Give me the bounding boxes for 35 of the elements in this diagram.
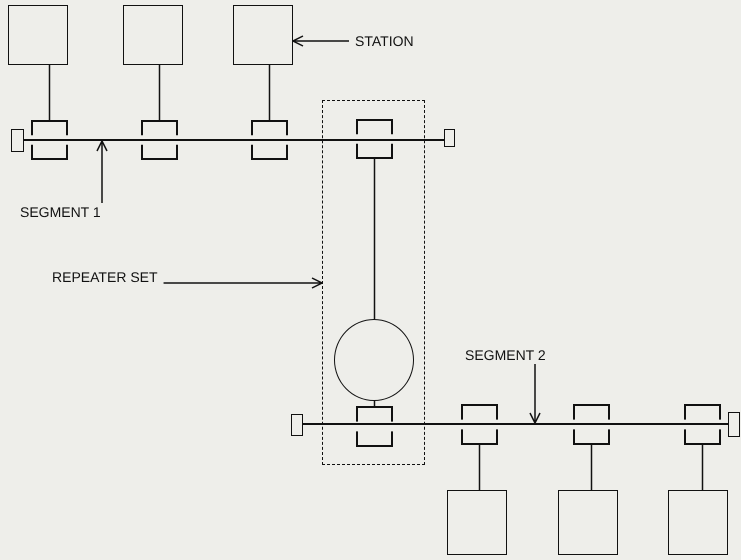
arrow <box>292 35 349 47</box>
repeater-circle <box>334 319 414 401</box>
station-box <box>668 490 728 555</box>
station-box <box>233 5 293 65</box>
connector-line <box>590 445 592 490</box>
callout-label: SEGMENT 1 <box>20 203 101 221</box>
arrow <box>529 364 541 424</box>
callout-label: STATION <box>355 32 414 50</box>
terminator-block <box>728 412 740 437</box>
tap-connector <box>684 404 721 445</box>
terminator-block <box>11 129 24 152</box>
callout-label: SEGMENT 2 <box>465 346 546 364</box>
arrow <box>96 140 108 203</box>
tap-connector <box>461 404 498 445</box>
station-box <box>123 5 183 65</box>
tap-connector <box>251 120 288 160</box>
connector-line <box>702 445 704 490</box>
tap-connector <box>356 119 393 159</box>
connector-line <box>48 65 50 120</box>
connector-line <box>158 65 160 120</box>
callout-label: REPEATER SET <box>52 268 158 286</box>
connector-line <box>478 445 480 490</box>
tap-connector <box>141 120 178 160</box>
terminator-block <box>444 129 455 147</box>
arrow <box>164 277 323 289</box>
station-box <box>8 5 68 65</box>
connector-line <box>268 65 270 120</box>
connector-line <box>374 159 376 319</box>
connector-line <box>374 401 376 406</box>
tap-connector <box>31 120 68 160</box>
tap-connector <box>356 406 393 447</box>
terminator-block <box>291 414 303 436</box>
tap-connector <box>573 404 610 445</box>
station-box <box>558 490 618 555</box>
station-box <box>447 490 507 555</box>
